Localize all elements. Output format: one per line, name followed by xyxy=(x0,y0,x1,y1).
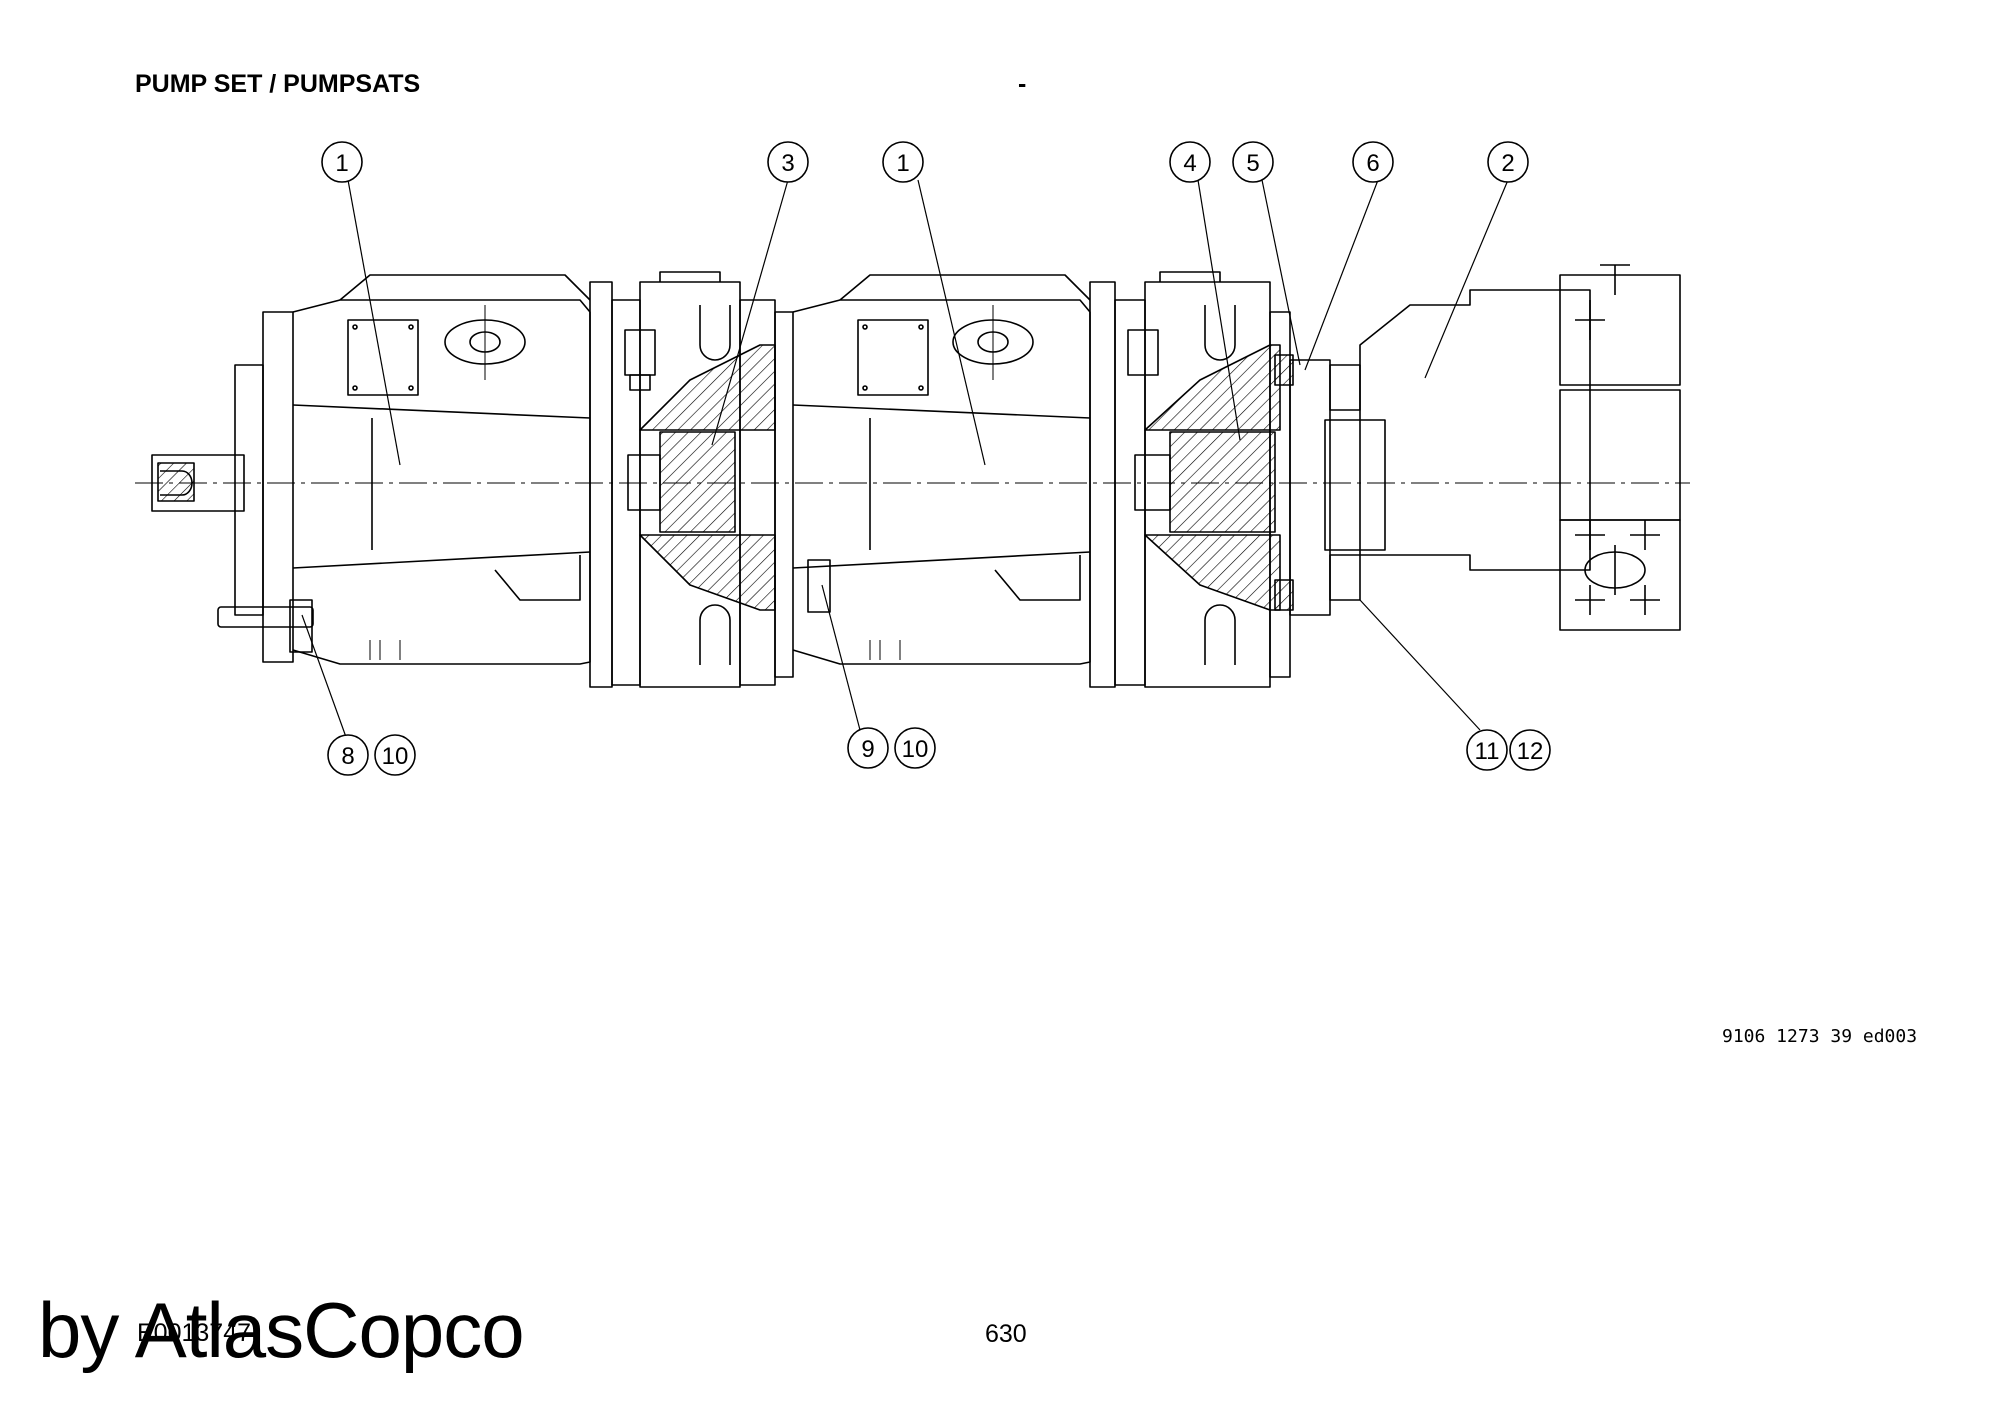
callout-1a: 1 xyxy=(321,141,363,183)
callout-8-10: 8 10 xyxy=(327,734,416,776)
callout-label: 11 xyxy=(1475,738,1500,765)
callout-label: 9 xyxy=(861,736,874,763)
page-number: 630 xyxy=(985,1320,1027,1348)
title-separator: - xyxy=(1018,70,1027,98)
document-code: E0013747 xyxy=(137,1319,252,1347)
pump-1-housing xyxy=(217,274,591,665)
drive-shaft xyxy=(151,454,245,512)
callout-4: 4 xyxy=(1169,141,1211,183)
callout-5: 5 xyxy=(1232,141,1274,183)
callout-label: 1 xyxy=(335,150,348,177)
callout-9-10: 9 10 xyxy=(847,727,936,769)
callout-label: 1 xyxy=(896,150,909,177)
callout-label: 12 xyxy=(1517,738,1544,765)
watermark: by AtlasCopco xyxy=(38,1286,525,1374)
flange-3 xyxy=(589,271,794,688)
callout-6: 6 xyxy=(1352,141,1394,183)
callout-1b: 1 xyxy=(882,141,924,183)
drawing-number: 9106 1273 39 ed003 xyxy=(1722,1026,1918,1047)
flange-4 xyxy=(1089,271,1331,688)
callout-label: 4 xyxy=(1183,150,1196,177)
callout-label: 5 xyxy=(1246,150,1259,177)
callout-label: 3 xyxy=(781,150,794,177)
motor-adapter-2 xyxy=(1324,264,1681,631)
callout-label: 2 xyxy=(1501,150,1514,177)
callout-label: 10 xyxy=(382,743,409,770)
callout-label: 8 xyxy=(341,743,354,770)
callout-3: 3 xyxy=(767,141,809,183)
callout-2: 2 xyxy=(1487,141,1529,183)
leader-lines xyxy=(301,179,1509,738)
page-title: PUMP SET / PUMPSATS xyxy=(135,70,421,98)
pump-2-housing xyxy=(792,274,1091,665)
callout-label: 6 xyxy=(1366,150,1379,177)
callout-label: 10 xyxy=(902,736,929,763)
callout-11-12: 11 12 xyxy=(1466,729,1551,771)
